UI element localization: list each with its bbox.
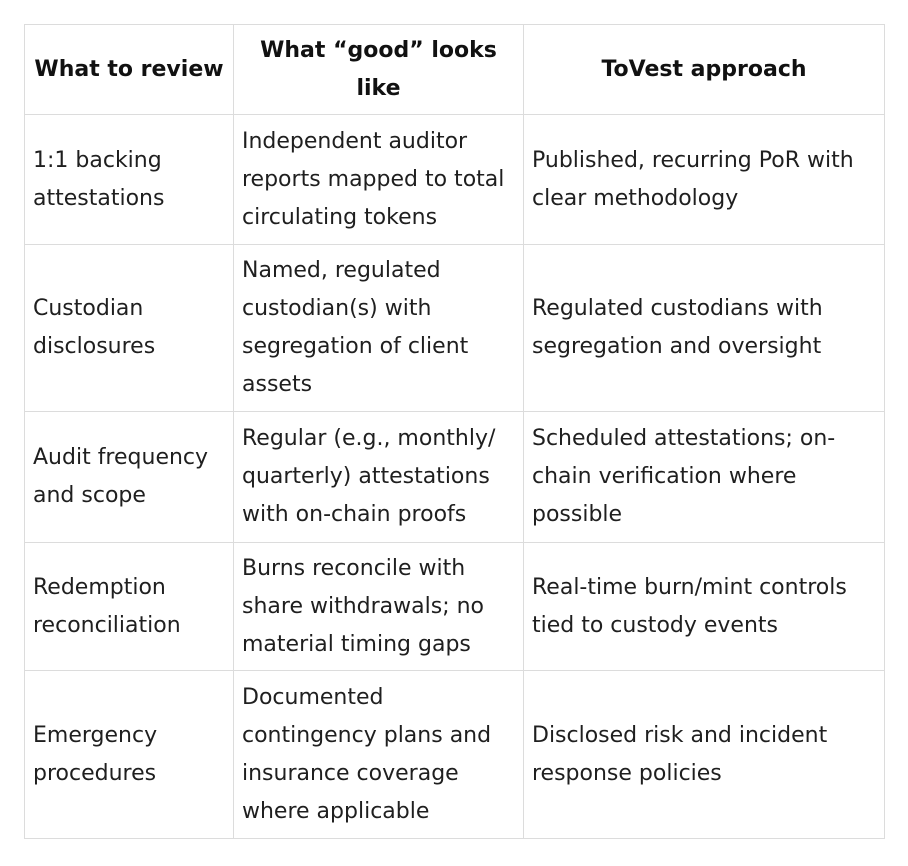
cell-tovest-approach: Disclosed risk and incident response pol…: [523, 670, 885, 839]
table-row: Redemption reconciliation Burns reconcil…: [24, 542, 885, 671]
cell-review-item: Audit frequency and scope: [24, 411, 234, 543]
cell-good-practice: Named, regulated custodian(s) with segre…: [233, 244, 524, 412]
cell-good-practice: Documented contingency plans and insuran…: [233, 670, 524, 839]
comparison-table-container: What to review What “good” looks like To…: [24, 24, 885, 839]
table-body: 1:1 backing attestations Independent aud…: [24, 114, 885, 839]
cell-tovest-approach: Published, recurring PoR with clear meth…: [523, 114, 885, 245]
cell-tovest-approach: Regulated custodians with segregation an…: [523, 244, 885, 412]
table-row: 1:1 backing attestations Independent aud…: [24, 114, 885, 245]
cell-good-practice: Regular (e.g., monthly/ quarterly) attes…: [233, 411, 524, 543]
cell-good-practice: Burns reconcile with share withdrawals; …: [233, 542, 524, 671]
header-tovest-approach: ToVest approach: [523, 24, 885, 115]
cell-tovest-approach: Scheduled attestations; on-chain verific…: [523, 411, 885, 543]
table-row: Custodian disclosures Named, regulated c…: [24, 244, 885, 412]
table-row: Emergency procedures Documented continge…: [24, 670, 885, 839]
comparison-table: What to review What “good” looks like To…: [24, 24, 885, 839]
cell-review-item: 1:1 backing attestations: [24, 114, 234, 245]
header-what-good-looks-like: What “good” looks like: [233, 24, 524, 115]
cell-good-practice: Independent auditor reports mapped to to…: [233, 114, 524, 245]
header-row: What to review What “good” looks like To…: [24, 24, 885, 115]
cell-review-item: Emergency procedures: [24, 670, 234, 839]
cell-review-item: Custodian disclosures: [24, 244, 234, 412]
header-what-to-review: What to review: [24, 24, 234, 115]
cell-tovest-approach: Real-time burn/mint controls tied to cus…: [523, 542, 885, 671]
table-row: Audit frequency and scope Regular (e.g.,…: [24, 411, 885, 543]
table-header: What to review What “good” looks like To…: [24, 24, 885, 115]
cell-review-item: Redemption reconciliation: [24, 542, 234, 671]
